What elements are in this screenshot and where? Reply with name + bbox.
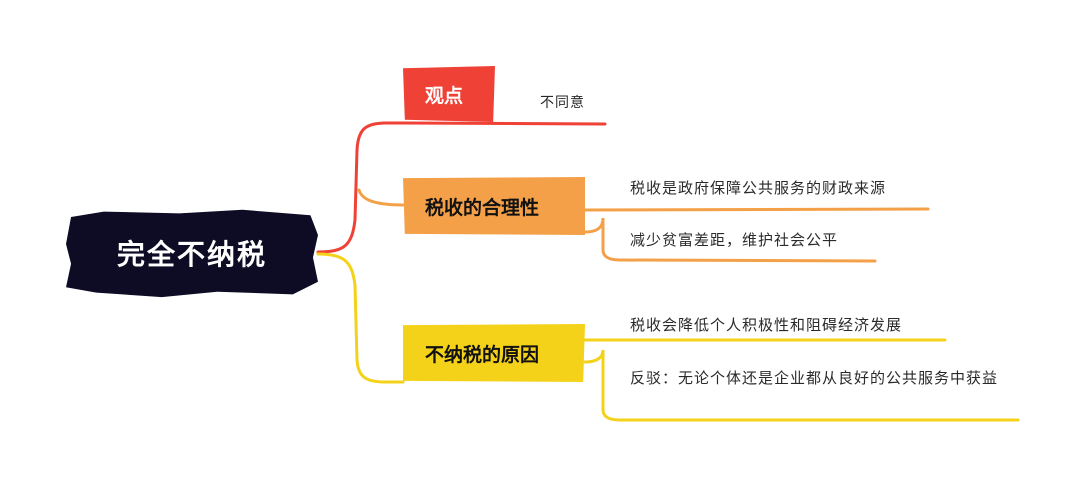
branch-reasonableness: 税收的合理性: [403, 177, 585, 235]
branch-opinion-label: 观点: [425, 84, 464, 107]
connector-root-to-reasons: [316, 252, 405, 384]
leaf-opinion-disagree: 不同意: [540, 95, 585, 111]
leaf-reasonableness-2: 减少贫富差距，维护社会公平: [630, 231, 839, 249]
connector-reasonableness-leaf2: [583, 217, 877, 263]
root-node: 完全不纳税: [66, 209, 318, 298]
leaf-reasons-1: 税收会降低个人积极性和阻碍经济发展: [630, 316, 903, 334]
branch-reasonableness-label: 税收的合理性: [425, 196, 540, 219]
leaf-reasons-2: 反驳：无论个体还是企业都从良好的公共服务中获益: [630, 369, 999, 387]
connector-root-to-opinion: [316, 121, 405, 254]
underline-reasonableness: [583, 207, 930, 212]
leaf-reasonableness-1: 税收是政府保障公共服务的财政来源: [630, 179, 887, 197]
branch-reasons-label: 不纳税的原因: [425, 343, 540, 366]
connector-reasons-leaf2: [583, 349, 1020, 422]
branch-reasons: 不纳税的原因: [403, 324, 585, 382]
underline-opinion: [401, 121, 607, 126]
branch-opinion: 观点: [403, 66, 495, 122]
root-label: 完全不纳税: [116, 238, 267, 271]
connector-root-to-reasonableness: [357, 188, 405, 207]
